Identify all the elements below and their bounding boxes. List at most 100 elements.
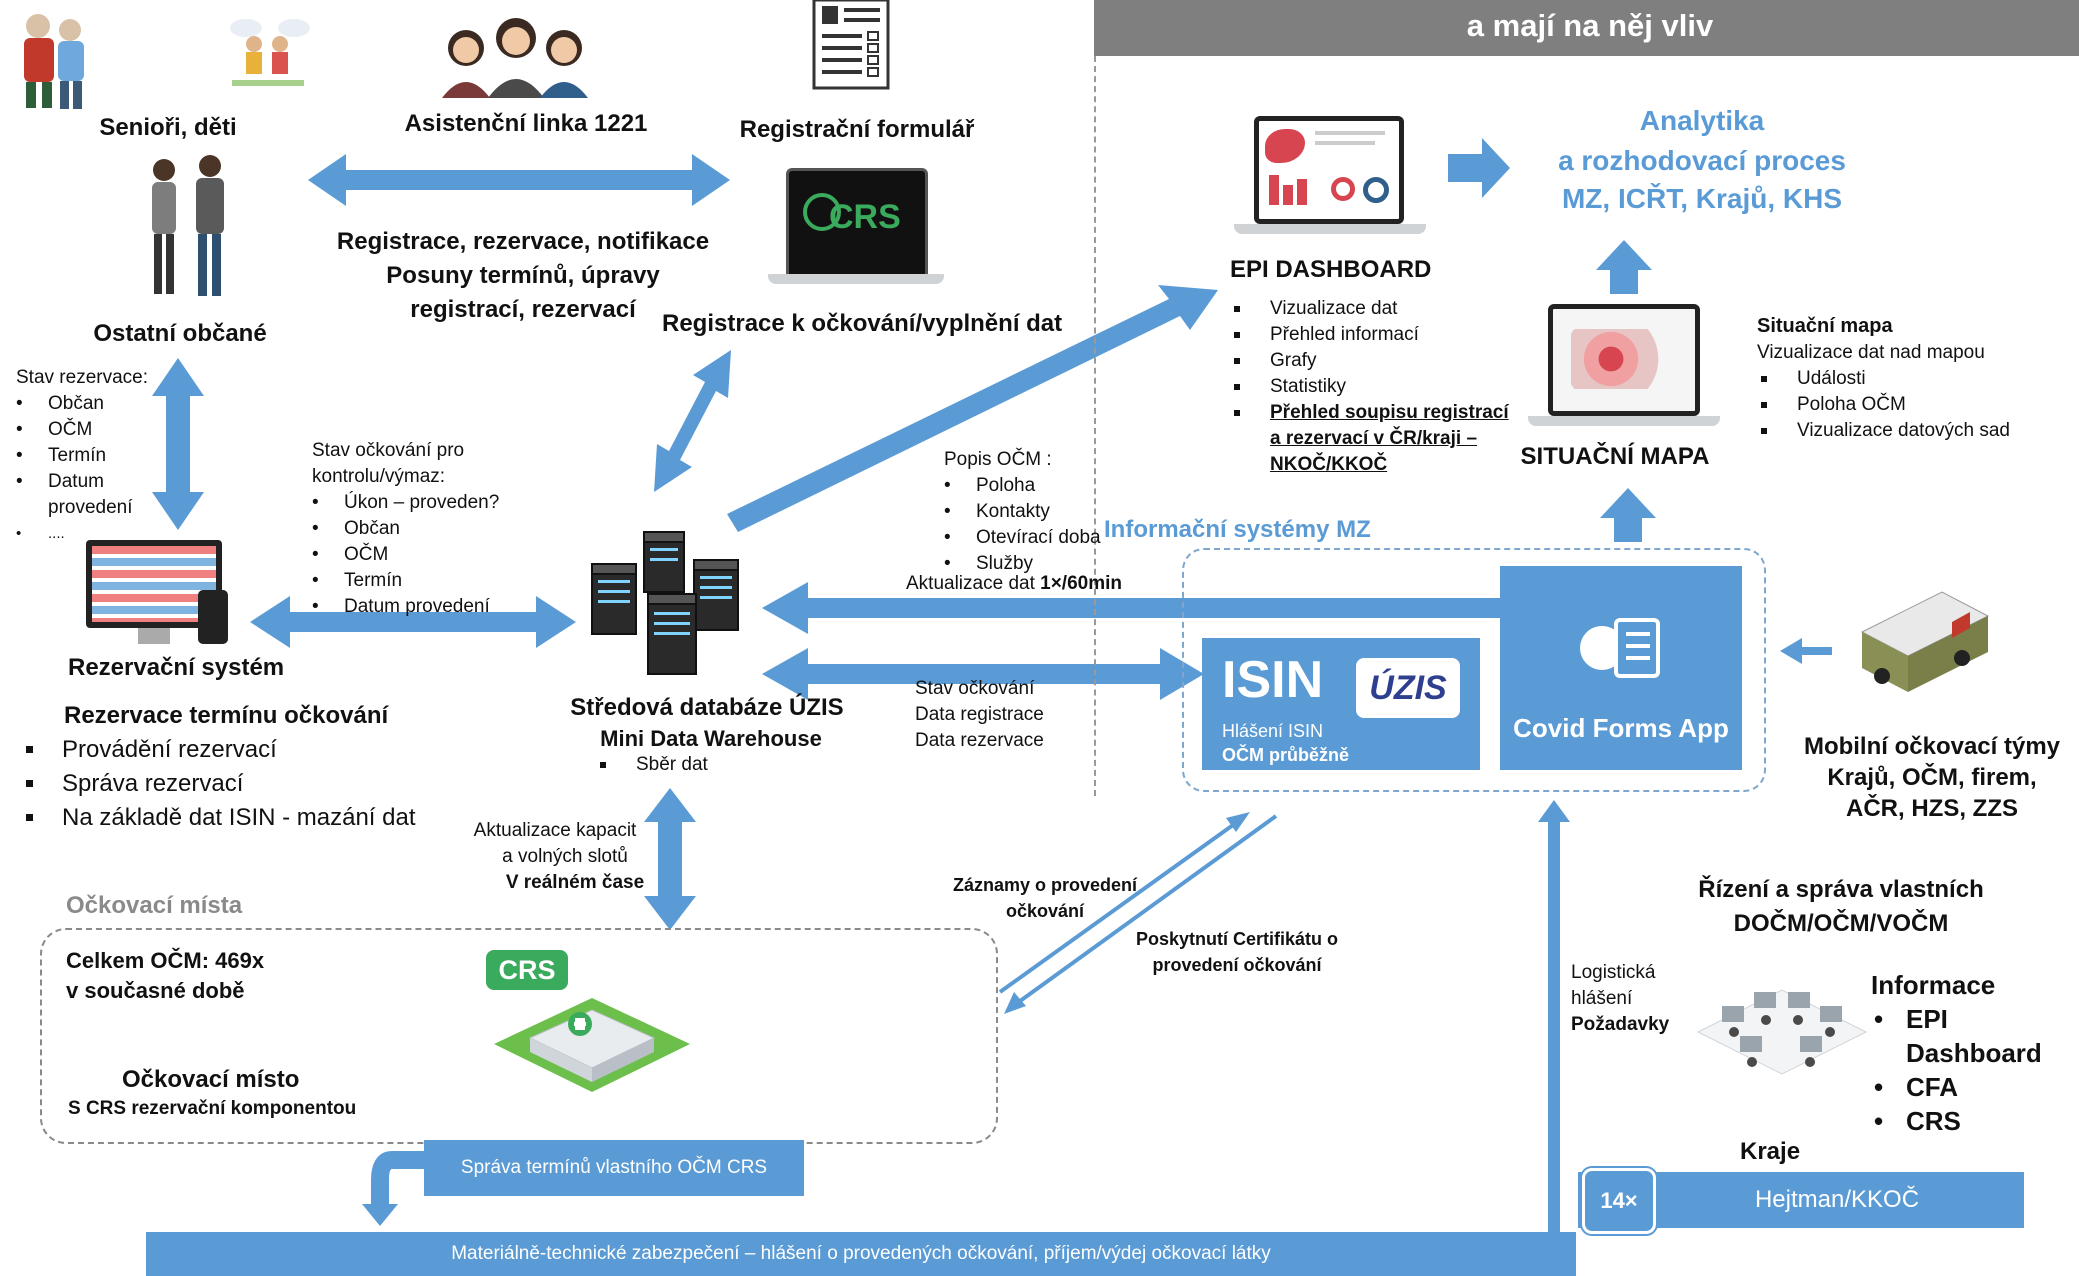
list-item: Sběr dat: [596, 752, 756, 778]
server-cluster-icon: [591, 531, 739, 675]
list-item: Občan: [16, 391, 156, 417]
flow-line-1: Registrace, rezervace, notifikace: [336, 228, 710, 255]
list-item: CFA: [1874, 1070, 2079, 1104]
is-mz-box: [1182, 548, 1766, 792]
arrow-crs-db: [654, 350, 731, 492]
regions-bar-label: Hejtman/KKOČ: [1754, 1186, 1920, 1213]
update-data-bold: 1×/60min: [1040, 573, 1122, 594]
isin-flow-3: Data rezervace: [915, 730, 1044, 751]
list-item: Kontakty: [944, 499, 1114, 525]
isin-sub-bold: OČM průběžně: [1222, 745, 1350, 765]
situational-map-side-sub: Vizualizace dat nad mapou: [1757, 342, 1985, 363]
vaccination-total-1: Celkem OČM: 469x: [66, 948, 265, 973]
mobile-teams-2: Krajů, OČM, firem,: [1827, 764, 2037, 791]
list-item: Události: [1757, 366, 2057, 392]
ocm-description-list: Poloha Kontakty Otevírací doba Služby: [944, 473, 1114, 577]
list-item: Občan: [312, 516, 572, 542]
list-item: Správa rezervací: [22, 768, 462, 800]
analytics-line-3: MZ, ICŘT, Krajů, KHS: [1561, 183, 1842, 214]
children-icon: [230, 19, 310, 86]
capacity-bold: V reálném čase: [505, 872, 645, 893]
capacity-line-2: a volných slotů: [502, 846, 628, 867]
list-item: Poloha: [944, 473, 1114, 499]
list-item: Vizualizace dat: [1230, 296, 1530, 322]
certificate-line-1: Poskytnutí Certifikátu o: [1135, 929, 1339, 949]
crs-laptop-text: CRS: [829, 198, 901, 236]
analytics-line-1: Analytika: [1639, 105, 1765, 136]
isin-sub: Hlášení ISIN: [1222, 721, 1324, 741]
information-title: Informace: [1871, 970, 1996, 1000]
list-item: Termín: [16, 443, 156, 469]
reservation-monitor-stand: [138, 628, 170, 644]
vaccination-total-2: v současné době: [66, 978, 245, 1003]
list-item: OČM: [16, 417, 156, 443]
arrow-map-analytics: [1596, 240, 1652, 294]
list-item: ....: [16, 521, 156, 547]
situational-map-list: Události Poloha OČM Vizualizace datových…: [1757, 366, 2057, 444]
isin-flow-2: Data registrace: [915, 704, 1044, 725]
list-item: EPI Dashboard: [1874, 1002, 2079, 1070]
is-mz-title: Informační systémy MZ: [1104, 516, 1371, 543]
list-item: OČM: [312, 542, 572, 568]
helpline-label: Asistenční linka 1221: [404, 110, 648, 137]
operators-icon: [442, 18, 588, 98]
reservation-state-title: Stav rezervace:: [16, 367, 148, 388]
crs-badge: CRS: [486, 950, 568, 990]
arrow-records-head: [1226, 812, 1250, 832]
reservation-system-subtitle: Rezervace termínu očkování: [64, 702, 389, 729]
uzis-logo: ÚZIS: [1356, 658, 1460, 718]
epi-list: Vizualizace dat Přehled informací Grafy …: [1230, 296, 1530, 478]
epi-underlined-3: NKOČ/KKOČ: [1270, 454, 1388, 475]
cfa-title: Covid Forms App: [1513, 713, 1729, 743]
update-data-label: Aktualizace dat 1×/60min: [906, 571, 1122, 597]
crs-laptop: CRS: [786, 168, 928, 280]
list-item: Přehled informací: [1230, 322, 1530, 348]
globe-icon: [803, 193, 841, 231]
arrow-slot-bottom-head: [362, 1204, 398, 1226]
hospital-building-icon: [494, 998, 690, 1092]
vaccination-state-list: Úkon – proveden? Občan OČM Termín Datum …: [312, 490, 572, 620]
reservation-system-list: Provádění rezervací Správa rezervací Na …: [22, 734, 462, 834]
situational-map-side-title: Situační mapa: [1757, 315, 1893, 337]
crs-laptop-base: [768, 274, 944, 284]
header-title: a mají na něj vliv: [1466, 8, 1714, 43]
arrow-certificate-line: [1014, 814, 1278, 1006]
arrow-logistics-cfa: [1538, 800, 1570, 1236]
list-item: Úkon – proveden?: [312, 490, 572, 516]
central-db-subtitle: Mini Data Warehouse: [600, 726, 822, 751]
arrow-slot-bottom: [371, 1151, 424, 1206]
arrow-epi-analytics: [1448, 138, 1510, 198]
list-item: Otevírací doba: [944, 525, 1114, 551]
logistics-1: Logistická: [1571, 962, 1656, 983]
arrow-certificate-head: [1004, 992, 1026, 1014]
regions-count: 14×: [1582, 1168, 1656, 1234]
capacity-line-1: Aktualizace kapacit: [473, 820, 637, 841]
list-item: Provádění rezervací: [22, 734, 462, 766]
list-item: Datum provedení: [312, 594, 572, 620]
vaccination-site-label: Očkovací místo: [122, 1066, 300, 1093]
bottom-bar: Materiálně-technické zabezpečení – hláše…: [146, 1232, 1576, 1276]
list-item: Statistiky: [1230, 374, 1530, 400]
update-data-prefix: Aktualizace dat: [906, 573, 1041, 594]
map-laptop-screen: [1548, 304, 1700, 416]
slot-management-box: Správa termínů vlastního OČM CRS: [424, 1140, 804, 1196]
ocm-description-title: Popis OČM :: [944, 449, 1052, 470]
ambulance-icon: [1860, 591, 1990, 692]
list-item: Na základě dat ISIN - mazání dat: [22, 802, 462, 834]
analytics-line-2: a rozhodovací proces: [1558, 145, 1846, 176]
arrow-reservation-db: [250, 596, 576, 648]
vaccination-sites-title: Očkovací místa: [66, 892, 243, 919]
arrow-mobile-cfa: [1780, 638, 1832, 664]
arrow-cfa-map: [1600, 488, 1656, 542]
epi-laptop-base: [1234, 224, 1426, 234]
list-item: Grafy: [1230, 348, 1530, 374]
isin-title: ISIN: [1222, 651, 1324, 709]
isin-box: ISIN Hlášení ISIN OČM průběžně ÚZIS: [1202, 638, 1480, 770]
arrow-citizens-reservation: [152, 358, 204, 530]
list-item: Poloha OČM: [1757, 392, 2057, 418]
records-line-2: očkování: [1005, 901, 1085, 921]
header-bar: [1094, 0, 2079, 56]
mobile-teams-3: AČR, HZS, ZZS: [1846, 795, 2018, 822]
section-divider: [1094, 56, 1096, 796]
arrow-records-line: [998, 818, 1242, 994]
